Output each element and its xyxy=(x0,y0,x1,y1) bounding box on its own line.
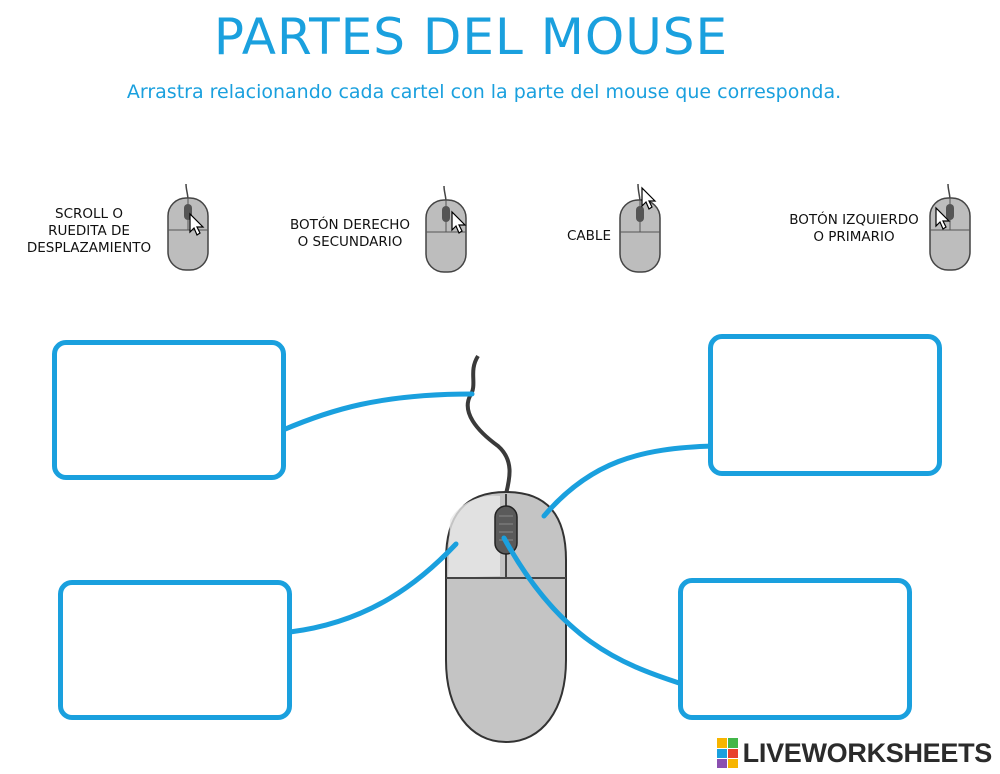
draggable-label-cable[interactable]: CABLE xyxy=(562,184,672,276)
mouse-cursor-icon xyxy=(425,186,467,273)
drop-zone-top-right[interactable] xyxy=(708,334,942,476)
label-text-left-button: BOTÓN IZQUIERDO O PRIMARIO xyxy=(789,212,919,245)
brand-text: LIVEWORKSHEETS xyxy=(742,737,993,768)
drop-zone-bottom-left[interactable] xyxy=(58,580,292,720)
connector-line-top-left xyxy=(280,391,475,433)
connector-line-top-right xyxy=(541,443,717,519)
mouse-cursor-icon xyxy=(167,184,209,271)
page-title: PARTES DEL MOUSE xyxy=(213,8,729,66)
connector-line-bottom-right xyxy=(501,535,685,687)
draggable-label-right-button[interactable]: BOTÓN DERECHO O SECUNDARIO xyxy=(280,186,480,276)
draggable-label-left-button[interactable]: BOTÓN IZQUIERDO O PRIMARIO xyxy=(780,184,980,276)
mouse-cursor-icon xyxy=(929,184,971,271)
mouse-cursor-icon xyxy=(619,184,661,273)
drop-zone-top-left[interactable] xyxy=(52,340,286,480)
drop-zone-bottom-right[interactable] xyxy=(678,578,912,720)
mouse-cable xyxy=(465,354,512,495)
label-text-right-button: BOTÓN DERECHO O SECUNDARIO xyxy=(290,217,410,250)
liveworksheets-brand[interactable]: LIVEWORKSHEETS xyxy=(716,736,993,770)
label-text-cable: CABLE xyxy=(567,228,611,244)
draggable-label-scroll[interactable]: SCROLL O RUEDITA DE DESPLAZAMIENTO xyxy=(14,184,214,274)
label-text-scroll: SCROLL O RUEDITA DE DESPLAZAMIENTO xyxy=(26,206,152,256)
instructions-text: Arrastra relacionando cada cartel con la… xyxy=(126,81,842,103)
connector-line-bottom-left xyxy=(287,541,459,635)
liveworksheets-logo-icon xyxy=(716,738,738,768)
big-mouse-scroll-wheel xyxy=(494,505,518,555)
